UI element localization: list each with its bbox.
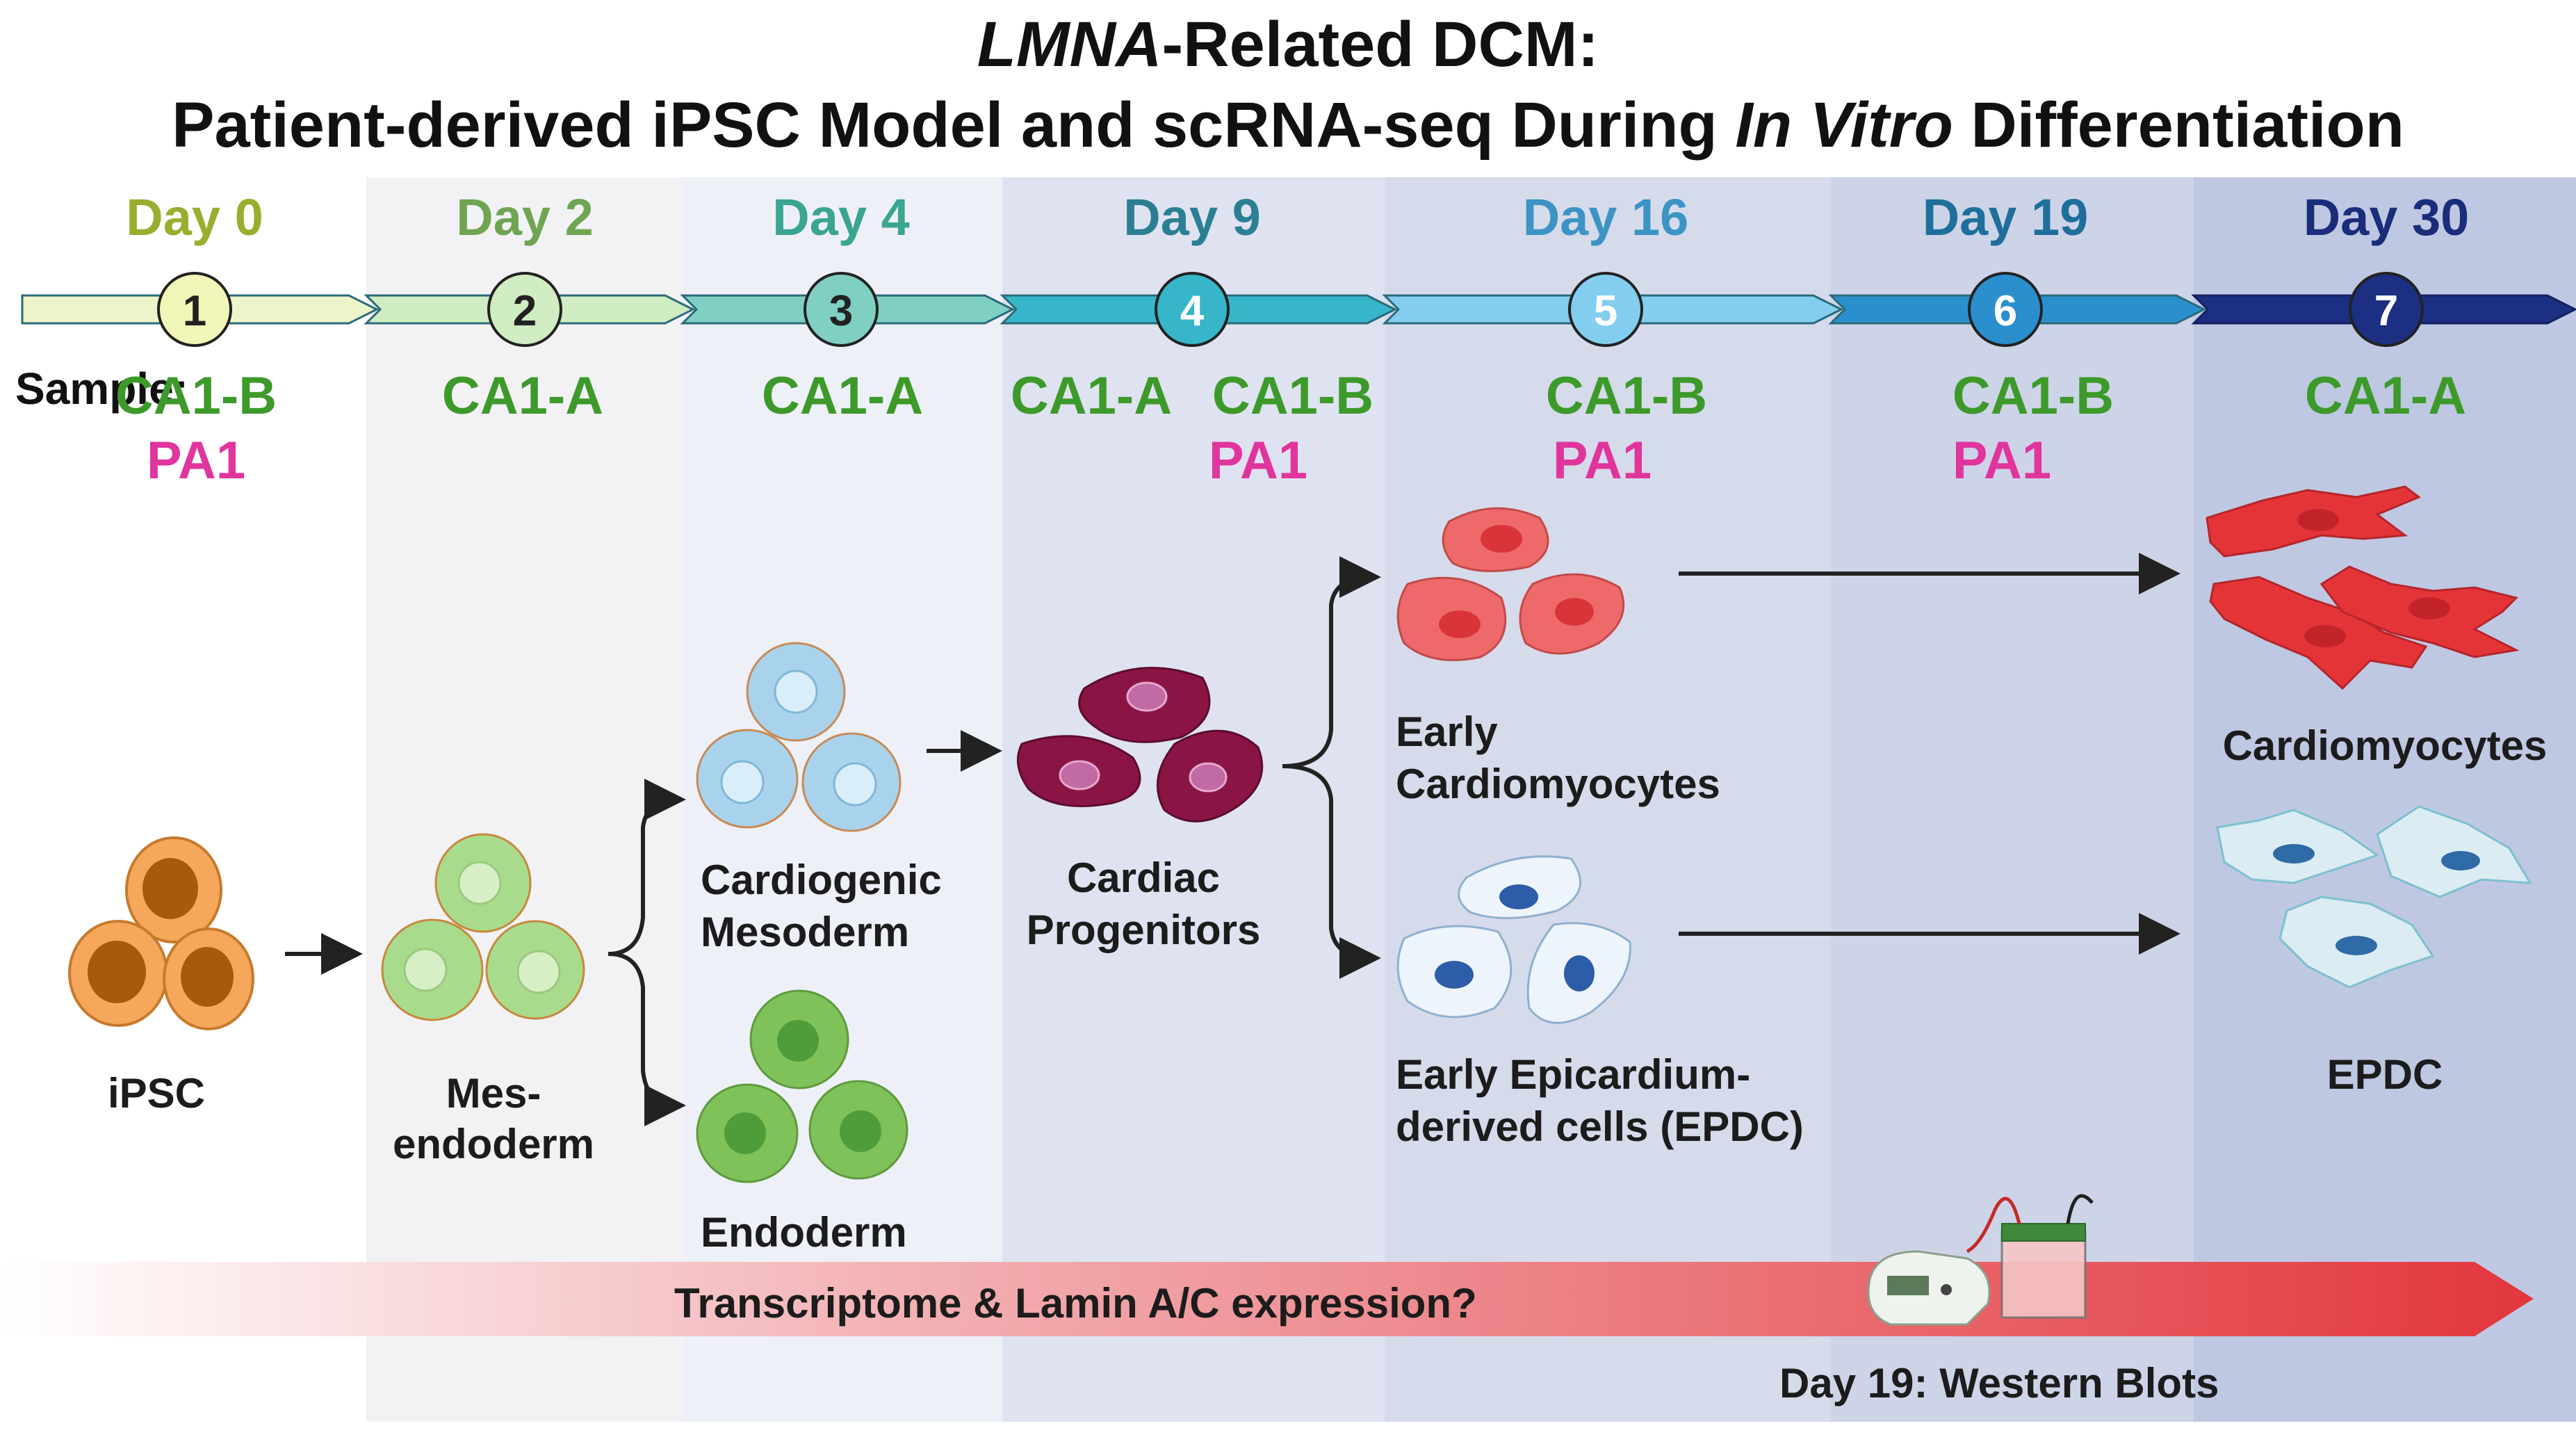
sample-id: CA1-B bbox=[1545, 366, 1708, 425]
label-cardiogenic-1: Cardiogenic bbox=[701, 857, 942, 903]
stage-number: 4 bbox=[1180, 287, 1205, 335]
flow-arrows bbox=[285, 553, 2180, 1126]
label-progenitors-1: Cardiac bbox=[1066, 854, 1221, 901]
label-progenitors-2: Progenitors bbox=[1026, 907, 1261, 953]
day-label: Day 4 bbox=[772, 188, 910, 246]
title-line-2: Patient-derived iPSC Model and scRNA-seq… bbox=[172, 90, 2404, 161]
stage-circle bbox=[1155, 272, 1230, 347]
stage-number: 3 bbox=[829, 287, 853, 335]
patient-sample-id: PA1 bbox=[1208, 431, 1308, 490]
timeline-arrow: 1 2 3 4 5 6 7 bbox=[21, 272, 2576, 347]
label-epdc: EPDC bbox=[2326, 1051, 2443, 1098]
sample-id: CA1-B bbox=[115, 366, 277, 425]
western-blot-apparatus-icon bbox=[1867, 1194, 2094, 1326]
stage-number: 5 bbox=[1594, 287, 1617, 335]
cardiomyocyte-cells bbox=[2206, 485, 2520, 690]
band-day2 bbox=[366, 177, 683, 1422]
label-mesendoderm-2: endoderm bbox=[392, 1121, 595, 1167]
band-day16 bbox=[1385, 177, 1831, 1422]
stage-number: 2 bbox=[513, 287, 537, 335]
stage-circle bbox=[157, 272, 232, 347]
band-day30 bbox=[2194, 177, 2576, 1422]
mesendoderm-cells bbox=[381, 833, 585, 1021]
label-early-cm-1: Early bbox=[1396, 708, 1498, 755]
label-early-cm-2: Cardiomyocytes bbox=[1396, 761, 1720, 807]
band-day19 bbox=[1831, 177, 2194, 1422]
cardiogenic-mesoderm-cells bbox=[696, 642, 902, 832]
day-label: Day 9 bbox=[1123, 188, 1261, 246]
stage-number: 1 bbox=[183, 287, 206, 335]
stage-circle bbox=[1968, 272, 2043, 347]
endoderm-cells bbox=[696, 989, 908, 1183]
day-label: Day 16 bbox=[1522, 188, 1689, 246]
stage-number: 7 bbox=[2374, 287, 2398, 335]
ipsc-cells bbox=[68, 836, 254, 1030]
title-line-1: LMNA-Related DCM: bbox=[977, 9, 1599, 80]
cardiac-progenitor-cells bbox=[1016, 667, 1264, 822]
stage-number: 6 bbox=[1994, 287, 2017, 335]
day-label: Day 19 bbox=[1922, 188, 2089, 246]
patient-sample-id: PA1 bbox=[1952, 431, 2052, 490]
expression-bar-label: Transcriptome & Lamin A/C expression? bbox=[674, 1280, 1477, 1327]
day-label: Day 2 bbox=[456, 188, 594, 246]
sample-id: CA1-B bbox=[1212, 366, 1374, 425]
label-ipsc: iPSC bbox=[107, 1070, 206, 1117]
epdc-cells bbox=[2216, 805, 2532, 989]
day-label: Day 0 bbox=[126, 188, 263, 246]
arrow-to-cardiogenic bbox=[608, 779, 686, 956]
early-cardiomyocyte-cells bbox=[1396, 507, 1625, 661]
stage-circle bbox=[487, 272, 562, 347]
label-mesendoderm-1: Mes- bbox=[446, 1070, 541, 1117]
label-early-epdc-1: Early Epicardium- bbox=[1396, 1051, 1751, 1098]
label-early-epdc-2: derived cells (EPDC) bbox=[1396, 1103, 1804, 1150]
stage-circle bbox=[1568, 272, 1643, 347]
sample-id: CA1-A bbox=[2304, 366, 2467, 425]
sample-id: CA1-A bbox=[441, 366, 604, 425]
sample-label: Sample: bbox=[15, 364, 188, 414]
stage-circle bbox=[2349, 272, 2424, 347]
western-blot-label: Day 19: Western Blots bbox=[1779, 1360, 2219, 1406]
stage-circle bbox=[804, 272, 879, 347]
early-epdc-cells bbox=[1396, 855, 1631, 1024]
arrow-to-endoderm bbox=[608, 952, 686, 1126]
day-label: Day 30 bbox=[2303, 188, 2470, 246]
sample-id: CA1-A bbox=[761, 366, 924, 425]
label-cardiogenic-2: Mesoderm bbox=[701, 909, 910, 955]
arrow-to-early-cm bbox=[1282, 556, 1381, 768]
patient-sample-id: PA1 bbox=[1552, 431, 1652, 490]
patient-sample-id: PA1 bbox=[146, 431, 246, 490]
label-endoderm: Endoderm bbox=[701, 1209, 907, 1256]
label-cardiomyocytes: Cardiomyocytes bbox=[2222, 722, 2548, 769]
sample-id: CA1-A bbox=[1010, 366, 1173, 425]
arrow-to-early-epdc bbox=[1282, 764, 1381, 979]
sample-id: CA1-B bbox=[1952, 366, 2114, 425]
